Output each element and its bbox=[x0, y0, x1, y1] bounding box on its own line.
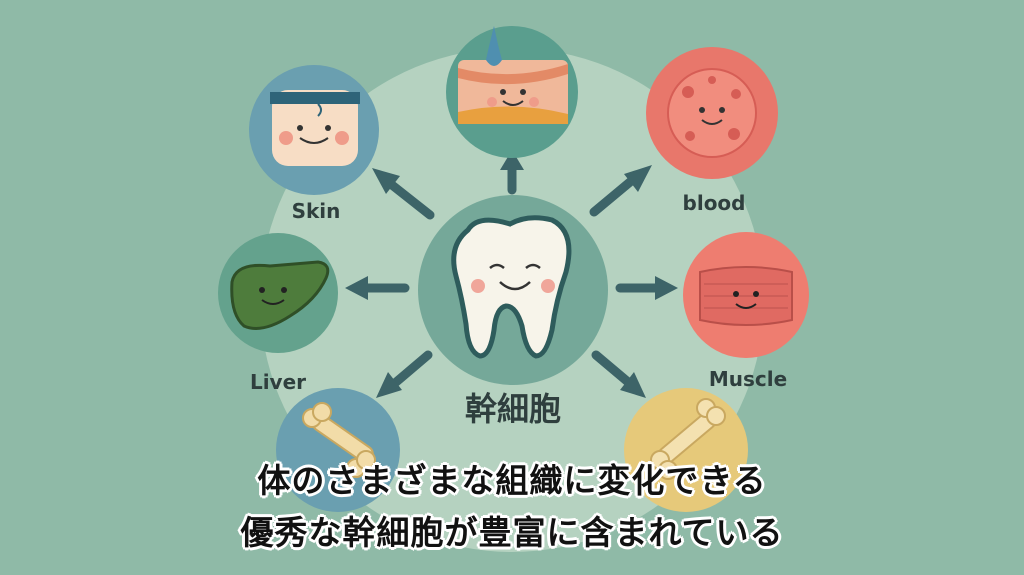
arrow-to-liver bbox=[345, 276, 410, 300]
blood-node bbox=[646, 47, 778, 179]
blood-label: blood bbox=[683, 191, 746, 215]
arrow-to-bone-right bbox=[591, 350, 646, 398]
bone-icon bbox=[302, 402, 376, 478]
face-icon bbox=[272, 90, 358, 166]
bone-icon bbox=[650, 398, 726, 480]
arrow-to-skin bbox=[372, 168, 435, 220]
tooth-icon bbox=[451, 215, 572, 359]
muscle-label: Muscle bbox=[709, 367, 787, 391]
bone-node-right bbox=[624, 388, 748, 512]
arrow-to-blood bbox=[589, 165, 652, 217]
arrows bbox=[345, 150, 678, 398]
liver-label: Liver bbox=[250, 370, 306, 394]
bone-node-left bbox=[276, 388, 400, 512]
skin-label: Skin bbox=[292, 199, 341, 223]
arrow-to-bone-left bbox=[376, 350, 433, 398]
tooth-node bbox=[418, 195, 608, 385]
caption-line-2: 優秀な幹細胞が豊富に含まれている bbox=[240, 513, 784, 552]
center-label: 幹細胞 bbox=[465, 390, 561, 428]
arrow-up bbox=[500, 150, 524, 195]
tissue-node bbox=[446, 26, 578, 158]
arrow-to-muscle bbox=[615, 276, 678, 300]
caption-line-1: 体のさまざまな組織に変化できる bbox=[257, 461, 767, 500]
liver-node bbox=[218, 233, 338, 353]
skin-node bbox=[249, 65, 379, 195]
liver-icon bbox=[230, 260, 330, 330]
muscle-node bbox=[683, 232, 809, 358]
drop-icon bbox=[486, 26, 502, 66]
